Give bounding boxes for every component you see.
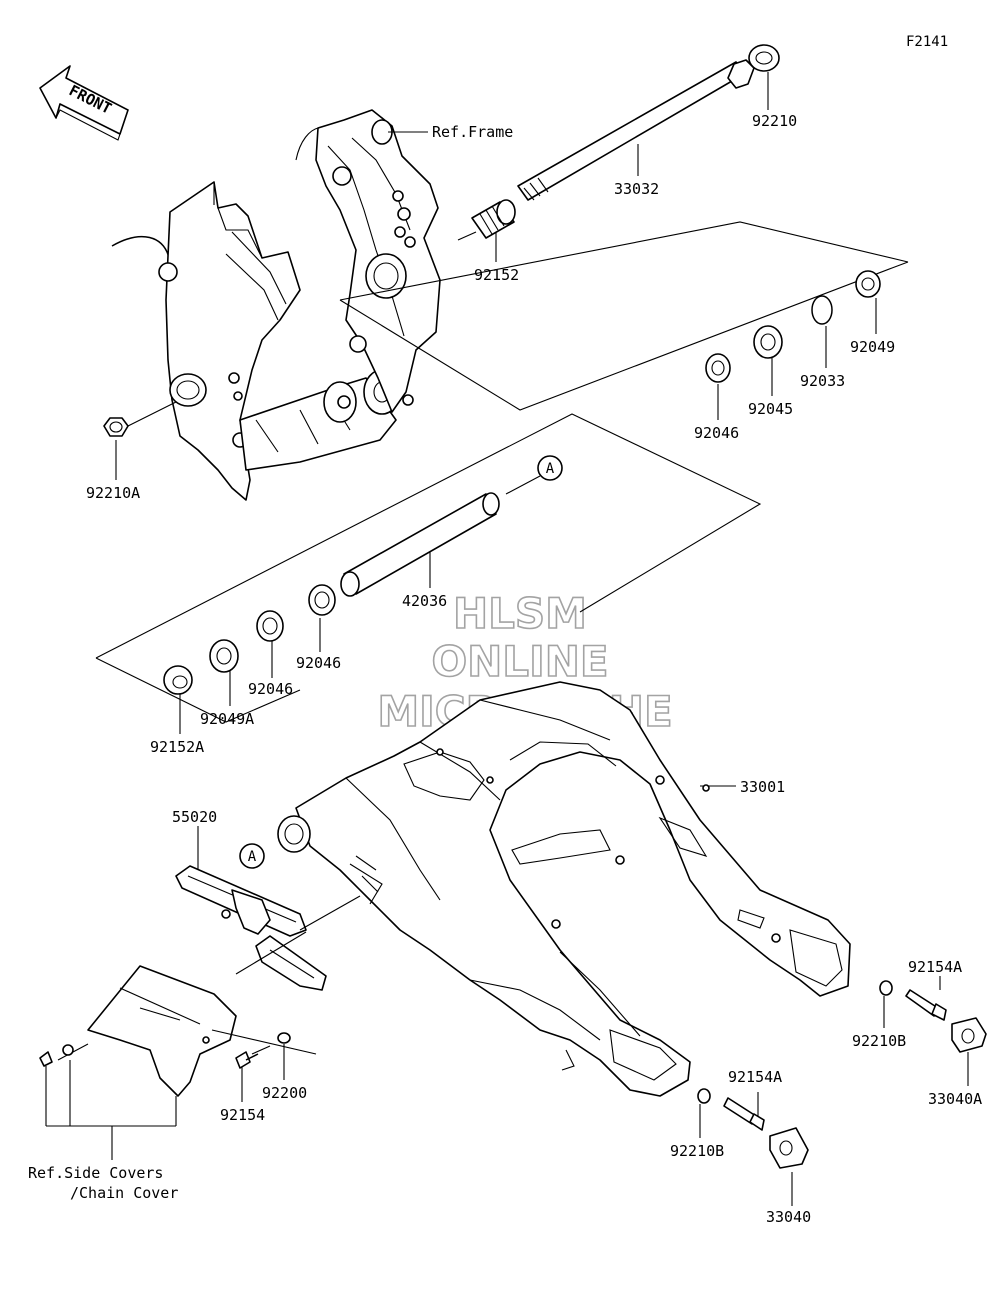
bearing-92046-b [256,610,284,642]
label-92049A: 92049A [200,710,254,728]
watermark-line-1: HLSM [453,589,587,638]
label-92046-b: 92046 [248,680,293,698]
nut-92210B-right [879,980,893,996]
marker-a-bottom-label: A [248,849,257,865]
label-33040A: 33040A [928,1090,982,1108]
marker-a-top-label: A [546,461,555,477]
front-arrow-icon: FRONT [39,65,129,141]
label-92046-top: 92046 [694,424,739,442]
block-33040A [951,1017,987,1053]
label-92210A: 92210A [86,484,140,502]
screws-lower-left [39,1032,291,1069]
bearing-group-left [95,413,762,723]
label-33032: 33032 [614,180,659,198]
marker-a-bottom: A [239,843,265,869]
block-33040 [769,1127,809,1169]
label-33001: 33001 [740,778,785,796]
washer-left-1 [62,1044,74,1056]
collar-92152A [163,665,193,695]
label-92033: 92033 [800,372,845,390]
part-labels: Ref.Frame 92210 33032 92152 92049 92033 … [28,112,982,1226]
seal-92045 [753,325,783,359]
label-92210B-bottom: 92210B [670,1142,724,1160]
ref-side-covers-label-1: Ref.Side Covers [28,1164,163,1182]
bearing-92046-a [308,584,336,616]
nut-92210A [103,417,129,437]
sleeve-42036 [340,492,500,597]
adjuster-right [879,980,987,1053]
marker-a-top: A [537,455,563,481]
label-42036: 42036 [402,592,447,610]
label-92210: 92210 [752,112,797,130]
frame-drawing [111,109,441,501]
label-92045: 92045 [748,400,793,418]
swingarm-33001 [277,681,851,1097]
label-92200: 92200 [262,1084,307,1102]
label-92154A-bottom: 92154A [728,1068,782,1086]
label-92046-a: 92046 [296,654,341,672]
label-92049: 92049 [850,338,895,356]
figure-code: F2141 [906,34,948,50]
label-33040: 33040 [766,1208,811,1226]
nut-92210B-bottom [697,1088,711,1104]
watermark-line-2: ONLINE [431,637,608,686]
label-55020: 55020 [172,808,217,826]
ref-side-covers-label-2: /Chain Cover [70,1184,178,1202]
adjuster-bottom [697,1088,809,1169]
chain-slider-55020 [175,865,361,991]
seal-92049A [209,639,239,673]
collar-92049 [855,270,881,298]
label-92152: 92152 [474,266,519,284]
pivot-shaft-33032 [517,59,755,201]
nut-92210 [748,44,780,72]
circlip-92033 [811,295,833,325]
label-92154: 92154 [220,1106,265,1124]
bearing-92046-top [705,353,731,383]
bearing-group-right [339,221,909,411]
label-92154A-right: 92154A [908,958,962,976]
collar-92152 [471,199,516,239]
bolt-92154A-right [905,989,947,1021]
screw-92154 [235,1051,259,1069]
bolt-92154A-bottom [723,1097,765,1131]
chain-cover-ref [57,965,317,1097]
ref-frame-label: Ref.Frame [432,123,513,141]
label-92152A: 92152A [150,738,204,756]
label-92210B-right: 92210B [852,1032,906,1050]
screw-left-1 [39,1051,53,1067]
washer-92200 [277,1032,291,1044]
